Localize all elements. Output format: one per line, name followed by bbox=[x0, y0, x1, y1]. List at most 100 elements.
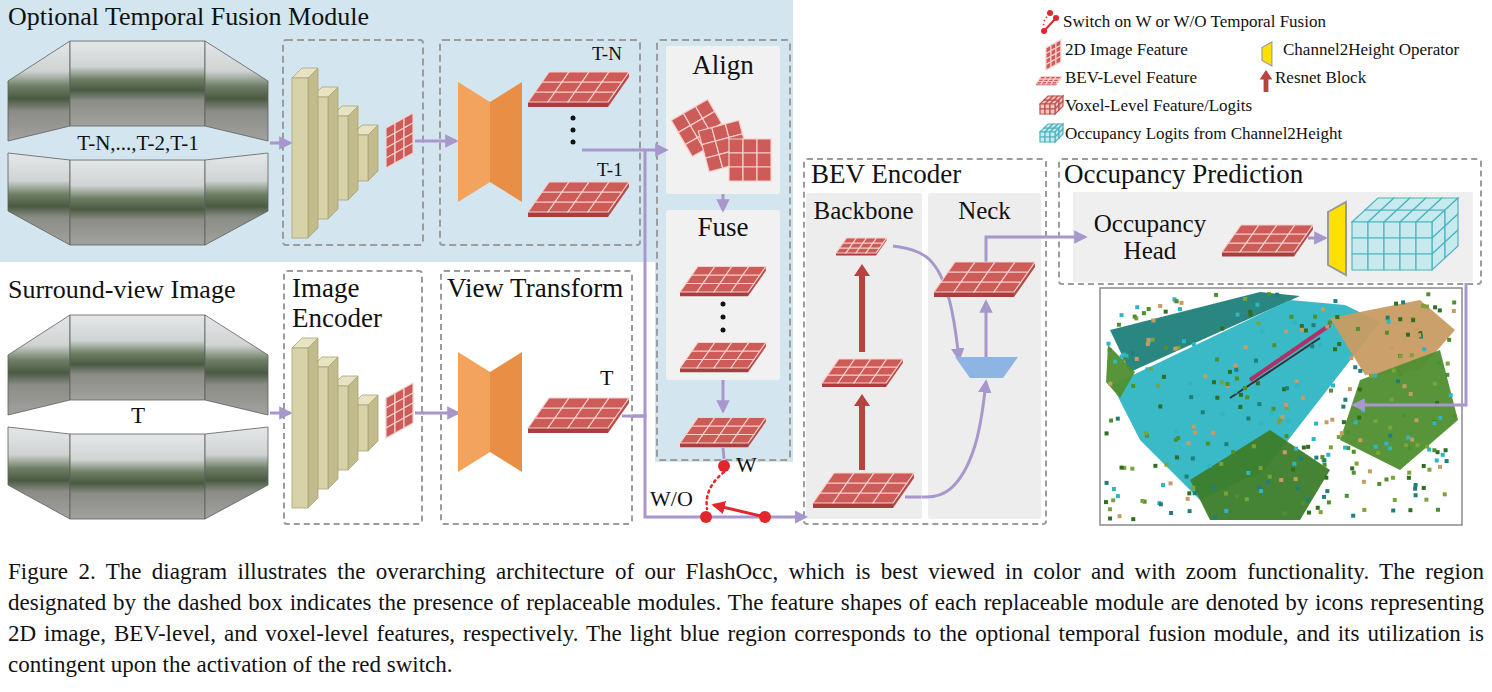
occupancy-voxel bbox=[1248, 310, 1252, 314]
occupancy-voxel bbox=[1135, 357, 1139, 361]
occupancy-voxel bbox=[1373, 374, 1377, 378]
feature-cell bbox=[729, 139, 743, 153]
feature-cell bbox=[757, 167, 771, 181]
switch-contact bbox=[1041, 28, 1047, 34]
prediction-band bbox=[1073, 192, 1473, 282]
occupancy-region bbox=[1340, 350, 1458, 470]
occupancy-voxel bbox=[1316, 506, 1320, 510]
occupancy-voxel bbox=[1409, 392, 1413, 396]
occupancy-voxel bbox=[1231, 450, 1235, 454]
occupancy-voxel bbox=[1140, 499, 1144, 503]
occupancy-voxel bbox=[1398, 372, 1402, 376]
occupancy-line bbox=[1230, 338, 1320, 398]
feature-cell bbox=[602, 398, 629, 408]
voxel-cell bbox=[1050, 132, 1055, 137]
occupancy-voxel bbox=[1151, 338, 1155, 342]
occupancy-voxel bbox=[1299, 457, 1303, 461]
occupancy-voxel bbox=[1410, 438, 1414, 442]
voxel-cell bbox=[1384, 238, 1400, 254]
backbone-box: Backbone bbox=[806, 193, 922, 519]
occupancy-voxel bbox=[1356, 327, 1360, 331]
camera-image bbox=[205, 315, 268, 415]
occupancy-voxel bbox=[1289, 315, 1293, 319]
occupancy-voxel bbox=[1175, 455, 1179, 459]
occupancy-voxel bbox=[1255, 303, 1259, 307]
occupancy-voxel bbox=[1392, 368, 1396, 372]
occupancy-voxel bbox=[1415, 443, 1419, 447]
occupancy-voxel bbox=[1452, 300, 1456, 304]
occupancy-voxel bbox=[1169, 481, 1173, 485]
voxel-feature-icon bbox=[1352, 198, 1458, 270]
occupancy-voxel bbox=[1257, 321, 1261, 325]
ellipsis-dot bbox=[721, 315, 726, 320]
voxel-cell bbox=[1416, 238, 1432, 254]
camera-image bbox=[70, 434, 205, 519]
occupancy-voxel bbox=[1444, 448, 1448, 452]
occupancy-voxel bbox=[1352, 450, 1356, 454]
wire bbox=[1308, 237, 1325, 240]
occupancy-voxel bbox=[1108, 516, 1112, 520]
occupancy-voxel bbox=[1268, 475, 1272, 479]
occupancy-voxel bbox=[1260, 330, 1264, 334]
occupancy-voxel bbox=[1441, 453, 1445, 457]
occupancy-voxel bbox=[1280, 415, 1284, 419]
occupancy-voxel bbox=[1337, 342, 1341, 346]
occupancy-voxel bbox=[1284, 403, 1288, 407]
voxel-cell bbox=[1040, 109, 1045, 114]
occupancy-voxel bbox=[1243, 386, 1247, 390]
occupancy-voxel bbox=[1294, 447, 1298, 451]
input-heading: Surround-view Image bbox=[8, 276, 235, 305]
voxel-cell bbox=[1045, 104, 1050, 109]
occupancy-voxel bbox=[1388, 446, 1392, 450]
occupancy-voxel bbox=[1414, 493, 1418, 497]
node-label: Occupancy Prediction bbox=[1064, 160, 1303, 190]
occupancy-voxel bbox=[1329, 389, 1333, 393]
voxel-cell bbox=[1384, 254, 1400, 270]
temporal-fusion-region: Optional Temporal Fusion ModuleAlignFuse bbox=[0, 0, 793, 462]
feature-cell bbox=[588, 418, 615, 428]
voxel-cell bbox=[1400, 238, 1416, 254]
align-box: Align bbox=[666, 46, 780, 194]
legend-text: Occupancy Logits from Channel2Height bbox=[1065, 125, 1342, 144]
occupancy-voxel bbox=[1131, 517, 1135, 521]
occupancy-voxel bbox=[1325, 489, 1329, 493]
occupancy-voxel bbox=[1211, 431, 1215, 435]
occupancy-voxel bbox=[1326, 453, 1330, 457]
occupancy-voxel bbox=[1259, 466, 1263, 470]
occupancy-voxel bbox=[1180, 301, 1184, 305]
camera-image bbox=[70, 41, 205, 126]
occupancy-voxel bbox=[1295, 383, 1299, 387]
occupancy-voxel bbox=[1355, 462, 1359, 466]
occupancy-voxel bbox=[1376, 451, 1380, 455]
occupancy-voxel bbox=[1421, 304, 1425, 308]
switch-contact bbox=[700, 511, 712, 523]
ellipsis-dot bbox=[571, 116, 576, 121]
occupancy-voxel bbox=[1320, 455, 1324, 459]
occupancy-voxel bbox=[1374, 419, 1378, 423]
occupancy-voxel bbox=[1390, 398, 1394, 402]
channel2height-operator bbox=[1328, 202, 1346, 275]
feature-cell bbox=[757, 153, 771, 167]
occupancy-voxel bbox=[1284, 329, 1288, 333]
occupancy-voxel bbox=[1246, 417, 1250, 421]
occupancy-voxel bbox=[1424, 498, 1428, 502]
occupancy-voxel bbox=[1259, 489, 1263, 493]
occupancy-voxel bbox=[1398, 317, 1402, 321]
feature-cell bbox=[602, 182, 629, 192]
channel2height-operator bbox=[1262, 42, 1272, 66]
camera-image bbox=[8, 315, 70, 415]
occupancy-voxel bbox=[1358, 388, 1362, 392]
voxel-cell bbox=[1045, 109, 1050, 114]
occupancy-voxel bbox=[1445, 459, 1449, 463]
occupancy-voxel bbox=[1174, 429, 1178, 433]
occupancy-voxel bbox=[1283, 511, 1287, 515]
dashed-outline bbox=[440, 270, 633, 525]
occupancy-voxel bbox=[1292, 462, 1296, 466]
feature-cell bbox=[743, 343, 766, 352]
occupancy-voxel bbox=[1411, 318, 1415, 322]
head-box: Occupancy Head bbox=[1085, 203, 1215, 271]
bev-feature-icon bbox=[528, 398, 629, 433]
occupancy-voxel bbox=[1341, 405, 1345, 409]
occupancy-voxel bbox=[1189, 395, 1193, 399]
